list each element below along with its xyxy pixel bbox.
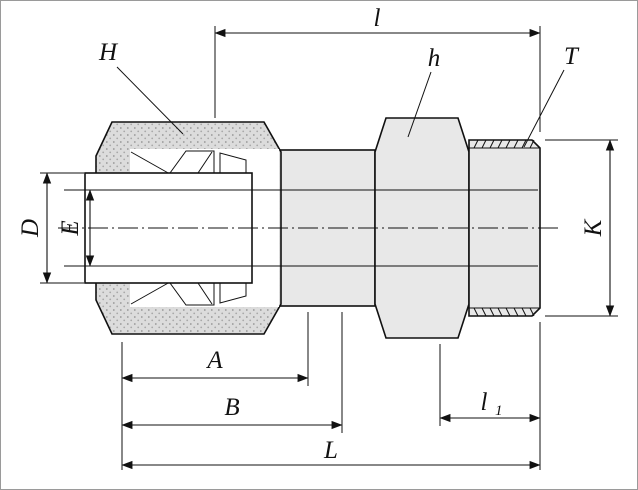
callout-H: H [98, 39, 184, 135]
dim-label-l1-subscript: 1 [495, 403, 503, 419]
dim-label-H: H [98, 39, 119, 66]
ferrule-edge-lines [197, 151, 213, 305]
dim-A: A [121, 312, 309, 470]
dim-K: K [545, 139, 618, 317]
dim-label-l: l [374, 5, 381, 32]
thread-root-lines [469, 147, 540, 309]
dim-label-L: L [323, 437, 338, 464]
dim-l1: l 1 [439, 322, 541, 470]
leader-line-h [407, 71, 432, 138]
callout-h: h [407, 45, 441, 138]
dim-label-D: D [17, 219, 44, 238]
dim-label-h: h [428, 45, 441, 72]
nut-cone-lines [130, 151, 171, 305]
dim-E: E [57, 189, 104, 267]
dim-D: D [17, 172, 84, 284]
bore-lines [85, 189, 538, 267]
dim-B: B [121, 312, 343, 433]
leader-line-H [116, 66, 184, 135]
dim-L: L [121, 437, 541, 470]
dim-label-E: E [57, 220, 84, 236]
dim-label-K: K [580, 218, 607, 237]
dim-label-B: B [224, 394, 239, 421]
thread-ticks [473, 139, 535, 317]
dim-l: l [214, 5, 541, 132]
dim-label-A: A [205, 347, 223, 374]
callout-T: T [523, 43, 580, 148]
dim-label-l1: l [481, 389, 488, 416]
leader-line-T [523, 69, 565, 148]
dim-label-T: T [564, 43, 580, 70]
